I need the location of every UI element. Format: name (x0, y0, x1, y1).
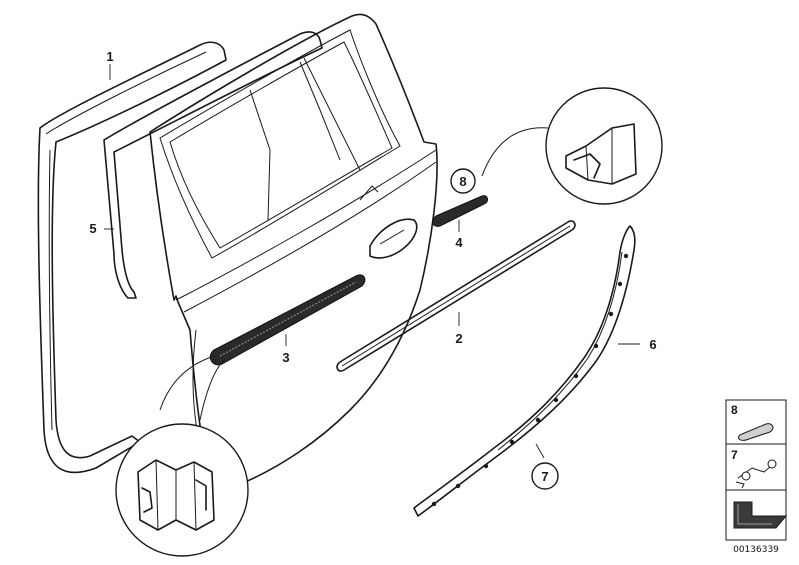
rear-door (149, 13, 438, 487)
part-2-moulding (336, 220, 576, 372)
callout-7-circle (531, 462, 559, 490)
leader-lines (104, 64, 640, 459)
detail-circle-upper (481, 87, 663, 205)
part-6-wheel-arch-trim (413, 225, 636, 517)
inset-panel-arrow (725, 489, 788, 541)
callout-3: 3 (282, 350, 289, 365)
callout-6: 6 (649, 337, 656, 352)
callout-1: 1 (106, 49, 113, 64)
arrow-icon (733, 501, 788, 529)
document-id: 00136339 (733, 545, 779, 555)
callout-8: 8 (459, 174, 466, 189)
clip-icon (735, 459, 777, 489)
part-5-window-seal (103, 31, 323, 299)
inset-label-7: 7 (731, 448, 738, 462)
part-4-finisher (432, 195, 489, 227)
callout-7: 7 (541, 469, 548, 484)
callout-2: 2 (455, 331, 462, 346)
inset-label-8: 8 (731, 403, 738, 417)
inset-panel-7: 7 (725, 443, 787, 491)
callout-5: 5 (89, 221, 96, 236)
part-1-door-seal (37, 41, 227, 474)
callout-8-circle (450, 168, 476, 194)
inset-panel-8: 8 (725, 399, 787, 445)
callout-4: 4 (455, 235, 463, 250)
detail-circle-lower (115, 355, 249, 557)
